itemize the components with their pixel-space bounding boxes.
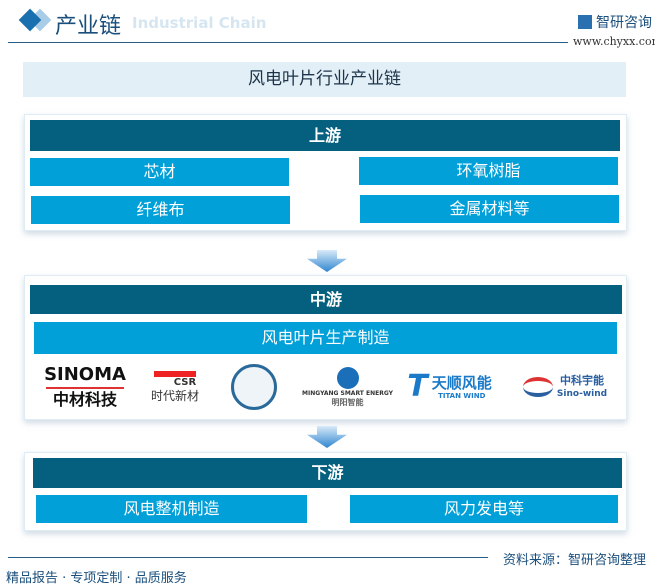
upstream-item: 纤维布	[31, 196, 290, 224]
upstream-header: 上游	[30, 120, 620, 151]
down-arrow-icon	[307, 426, 347, 448]
upstream-item: 金属材料等	[360, 195, 619, 223]
chart-title: 风电叶片行业产业链	[23, 62, 626, 97]
page-title: 产业链	[55, 14, 122, 39]
downstream-item: 风力发电等	[350, 495, 618, 523]
downstream-header: 下游	[33, 458, 622, 488]
brand-icon	[578, 15, 592, 29]
downstream-item: 风电整机制造	[36, 495, 307, 523]
diamond-icon	[18, 8, 42, 32]
page-subtitle: Industrial Chain	[132, 14, 267, 32]
midstream-header: 中游	[30, 285, 622, 314]
brand-name: 智研咨询	[596, 15, 652, 31]
footer-slogan: 精品报告 · 专项定制 · 品质服务	[6, 571, 187, 586]
source-note: 资料来源：智研咨询整理	[503, 553, 647, 568]
divider	[8, 42, 568, 43]
brand-url: www.chyxx.com	[573, 35, 655, 48]
logo-emblem	[228, 362, 280, 412]
midstream-item: 风电叶片生产制造	[34, 322, 617, 354]
down-arrow-icon	[307, 250, 347, 272]
brand-logo: 智研咨询	[578, 12, 652, 32]
footer-divider	[8, 557, 488, 558]
upstream-item: 芯材	[30, 158, 289, 186]
upstream-item: 环氧树脂	[359, 157, 618, 185]
